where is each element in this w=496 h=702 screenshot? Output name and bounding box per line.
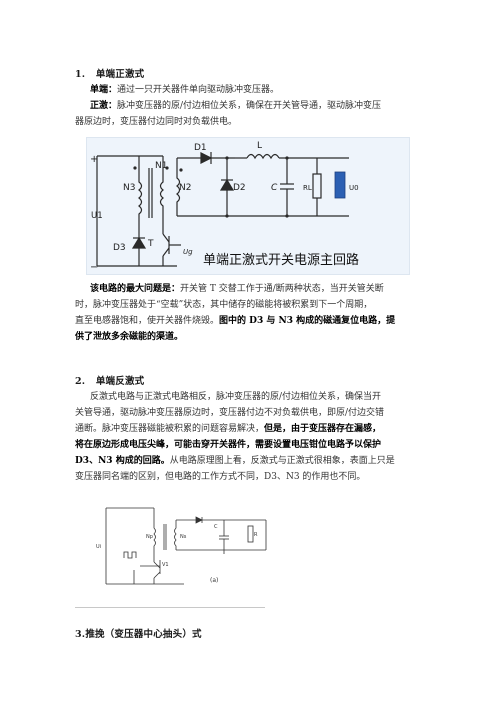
figure-a-label: (a) xyxy=(210,577,218,584)
term-label: 单端： xyxy=(90,85,118,95)
bold-run: 但是，由于变压器存在漏感， xyxy=(264,424,382,434)
l-label: L xyxy=(257,141,262,151)
text-run: 反激式电路与正激式电路相反，脉冲变压器的原/付边相位关系，确保当开 xyxy=(90,392,382,402)
text-run: 开关管 T 交替工作于通/断两种状态，当开关管关断 xyxy=(180,284,384,294)
text-run: 直至电感器饱和，使开关器件烧毁。 xyxy=(75,316,220,326)
minus-label: − xyxy=(90,262,98,273)
d3-label: D3 xyxy=(113,243,126,253)
svg-text:Ui: Ui xyxy=(96,544,101,550)
text-run: 关管导通，驱动脉冲变压器原边时，变压器付边不对负载供电，即原/付边交错 xyxy=(75,408,385,418)
svg-text:V1: V1 xyxy=(162,562,169,568)
flyback-line-3: 通断。脉冲变压器磁能被积累的问题容易解决，但是，由于变压器存在漏感， xyxy=(75,421,381,438)
bold-run: 供了泄放多余磁能的渠道。 xyxy=(75,332,184,342)
paragraph-forward: 正激：脉冲变压器的原/付边相位关系，确保在开关管导通，驱动脉冲变压 xyxy=(90,98,381,115)
flyback-line-6: 变压器同名端的区别，但电路的工作方式不同，D3、N3 的作用也不同。 xyxy=(75,469,365,486)
bold-run: D3、N3 构成的回路。 xyxy=(75,456,170,466)
paragraph-forward-cont: 器原边时，变压器付边同时对负载供电。 xyxy=(75,114,237,131)
paragraph-problem-2: 时，脉冲变压器处于“空载”状态，其中储存的磁能将被积累到下一个周期， xyxy=(75,297,372,314)
svg-text:Np: Np xyxy=(146,534,153,540)
section-title: 单端反激式 xyxy=(95,376,145,387)
text-run: 时，脉冲变压器处于“空载”状态，其中储存的磁能将被积累到下一个周期， xyxy=(75,300,373,310)
n3-label: N3 xyxy=(123,183,135,193)
term-text: 脉冲变压器的原/付边相位关系，确保在开关管导通，驱动脉冲变压 xyxy=(117,101,382,111)
u1-label: U1 xyxy=(91,211,103,221)
n1-label: N1 xyxy=(155,161,167,171)
flyback-line-4: 将在原边形成电压尖峰，可能击穿开关器件，需要设置电压钳位电路予以保护 xyxy=(75,437,381,454)
section-number: 1. xyxy=(75,69,86,80)
svg-text:R: R xyxy=(254,532,258,538)
term-text: 通过一只开关器件单向驱动脉冲变压器。 xyxy=(117,85,280,95)
bold-run: 图中的 D3 与 N3 构成的磁通复位电路，提 xyxy=(219,316,396,326)
plus-label: + xyxy=(90,154,98,165)
text-run: 从电路原理图上看，反激式与正激式很相象，表面上只是 xyxy=(169,456,395,466)
n2-label: N2 xyxy=(179,183,191,193)
rl-label: RL xyxy=(303,184,312,192)
u0-label: U0 xyxy=(349,184,359,192)
paragraph-problem-3: 直至电感器饱和，使开关器件烧毁。图中的 D3 与 N3 构成的磁通复位电路，提 xyxy=(75,313,395,330)
section-number: 2. xyxy=(75,376,86,387)
flyback-line-2: 关管导通，驱动脉冲变压器原边时，变压器付边不对负载供电，即原/付边交错 xyxy=(75,405,384,422)
section-title: 单端正激式 xyxy=(95,69,145,80)
d2-label: D2 xyxy=(233,183,246,193)
flyback-line-5: D3、N3 构成的回路。从电路原理图上看，反激式与正激式很相象，表面上只是 xyxy=(75,453,395,470)
forward-converter-figure: + U1 − N1 N3 N2 D1 D2 D3 L C RL U0 T Ug … xyxy=(86,137,410,275)
svg-text:C: C xyxy=(214,524,218,530)
paragraph-problem-4: 供了泄放多余磁能的渠道。 xyxy=(75,329,183,346)
paragraph-single-ended: 单端：通过一只开关器件单向驱动脉冲变压器。 xyxy=(90,82,279,99)
flyback-converter-schematic: Ui Np Ns C R V1 (a) xyxy=(96,507,267,585)
section-1-heading: 1. 单端正激式 xyxy=(75,66,144,80)
figure-caption: 单端正激式开关电源主回路 xyxy=(203,252,359,268)
divider xyxy=(75,607,265,608)
section-3-heading: 3.推挽（变压器中心抽头）式 xyxy=(75,626,202,640)
d1-label: D1 xyxy=(194,143,207,153)
text-run: 变压器同名端的区别，但电路的工作方式不同，D3、N3 的作用也不同。 xyxy=(75,472,366,482)
forward-converter-schematic: + U1 − N1 N3 N2 D1 D2 D3 L C RL U0 T Ug … xyxy=(90,141,359,273)
section-title: 推挽（变压器中心抽头）式 xyxy=(85,629,202,640)
bold-run: 将在原边形成电压尖峰，可能击穿开关器件，需要设置电压钳位电路予以保护 xyxy=(75,440,382,450)
section-2-heading: 2. 单端反激式 xyxy=(75,373,144,387)
ug-label: Ug xyxy=(183,248,193,256)
paragraph-problem: 该电路的最大问题是：开关管 T 交替工作于通/断两种状态，当开关管关断 xyxy=(90,281,384,298)
svg-text:Ns: Ns xyxy=(180,534,187,540)
t-label: T xyxy=(147,239,154,249)
c-label: C xyxy=(271,183,278,193)
term-text: 器原边时，变压器付边同时对负载供电。 xyxy=(75,117,238,127)
term-label: 正激： xyxy=(90,101,118,111)
flyback-line-1: 反激式电路与正激式电路相反，脉冲变压器的原/付边相位关系，确保当开 xyxy=(90,389,381,406)
text-run: 通断。脉冲变压器磁能被积累的问题容易解决， xyxy=(75,424,265,434)
bold-label: 该电路的最大问题是： xyxy=(90,284,181,294)
section-number: 3. xyxy=(75,629,86,640)
flyback-converter-figure: Ui Np Ns C R V1 (a) xyxy=(94,500,286,590)
